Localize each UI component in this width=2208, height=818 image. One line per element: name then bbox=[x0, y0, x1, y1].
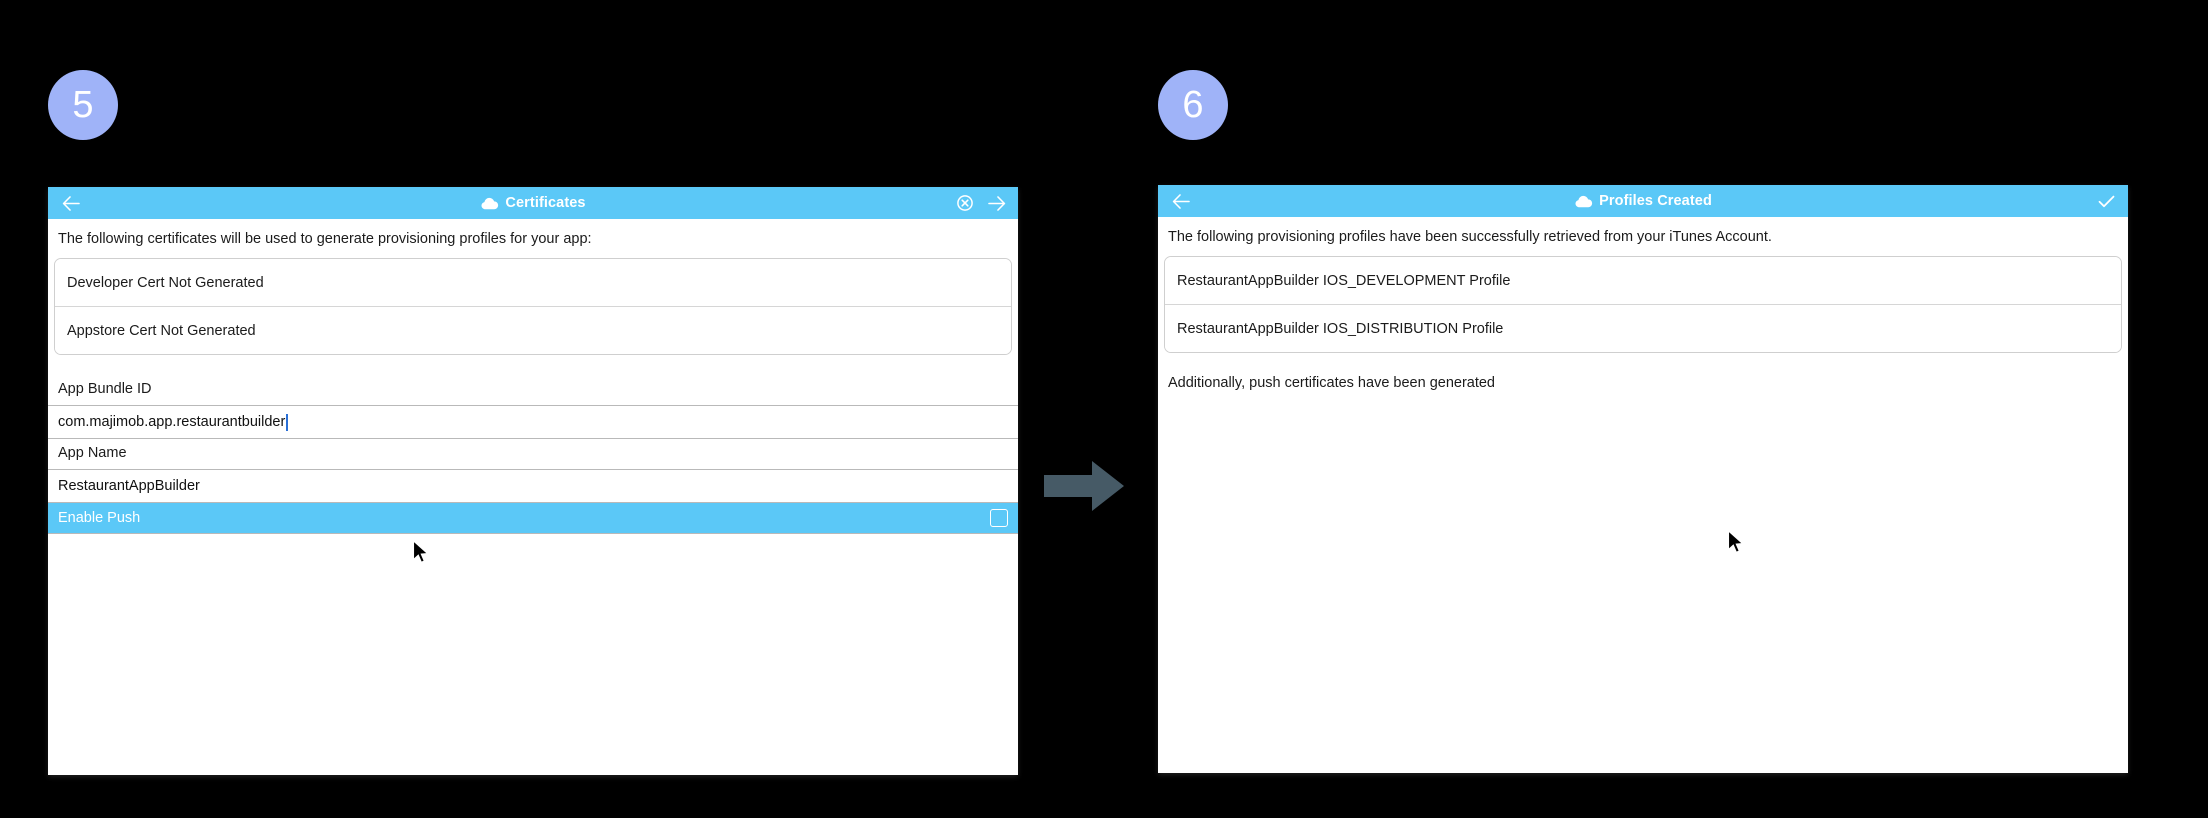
text-caret bbox=[286, 413, 288, 431]
cloud-icon bbox=[1575, 195, 1593, 207]
profiles-body: The following provisioning profiles have… bbox=[1158, 217, 2128, 773]
profiles-titlebar: Profiles Created bbox=[1158, 185, 2128, 217]
profile-row-label: RestaurantAppBuilder IOS_DISTRIBUTION Pr… bbox=[1177, 320, 1504, 337]
certificate-row[interactable]: Appstore Cert Not Generated bbox=[55, 306, 1011, 355]
certificate-row-label: Developer Cert Not Generated bbox=[67, 274, 264, 291]
profiles-titlebar-actions bbox=[2097, 185, 2128, 217]
flow-arrow bbox=[1040, 455, 1130, 517]
profiles-title-group: Profiles Created bbox=[1158, 185, 2128, 217]
push-certificates-note: Additionally, push certificates have bee… bbox=[1168, 375, 1496, 392]
cloud-icon bbox=[481, 197, 499, 209]
panel-title: Certificates bbox=[505, 195, 586, 211]
arrow-right-icon bbox=[988, 195, 1006, 211]
certificate-list: Developer Cert Not Generated Appstore Ce… bbox=[54, 258, 1012, 356]
enable-push-row[interactable]: Enable Push bbox=[48, 503, 1018, 534]
enable-push-label: Enable Push bbox=[58, 510, 141, 527]
app-bundle-id-value: com.majimob.app.restaurantbuilder bbox=[58, 414, 286, 431]
mouse-pointer-panel-5 bbox=[412, 540, 429, 564]
app-name-input[interactable]: RestaurantAppBuilder bbox=[48, 469, 1018, 504]
profiles-intro-text: The following provisioning profiles have… bbox=[1168, 229, 1772, 245]
app-bundle-id-label: App Bundle ID bbox=[58, 381, 152, 398]
row-divider bbox=[48, 533, 1018, 535]
circle-x-icon bbox=[957, 195, 973, 211]
profile-row[interactable]: RestaurantAppBuilder IOS_DISTRIBUTION Pr… bbox=[1165, 304, 2121, 353]
arrow-right-thick-icon bbox=[1044, 461, 1124, 511]
checkbox-unchecked-icon[interactable] bbox=[990, 509, 1008, 528]
certificates-body: The following certificates will be used … bbox=[48, 219, 1018, 775]
step-number: 5 bbox=[72, 84, 94, 126]
back-button[interactable] bbox=[1158, 185, 1204, 217]
certificates-title-group: Certificates bbox=[48, 187, 1018, 219]
certificate-row-label: Appstore Cert Not Generated bbox=[67, 322, 256, 339]
step-badge-5: 5 bbox=[48, 70, 118, 140]
profile-row[interactable]: RestaurantAppBuilder IOS_DEVELOPMENT Pro… bbox=[1165, 257, 2121, 305]
certificates-intro-text: The following certificates will be used … bbox=[58, 231, 592, 247]
close-button[interactable] bbox=[957, 195, 973, 211]
next-button[interactable] bbox=[987, 195, 1006, 211]
profile-list: RestaurantAppBuilder IOS_DEVELOPMENT Pro… bbox=[1164, 256, 2122, 354]
step-badge-6: 6 bbox=[1158, 70, 1228, 140]
step-number: 6 bbox=[1182, 84, 1204, 126]
checkmark-icon bbox=[2098, 195, 2115, 207]
profiles-created-panel: Profiles Created The following provision… bbox=[1158, 185, 2128, 773]
app-bundle-id-input[interactable]: com.majimob.app.restaurantbuilder bbox=[48, 405, 1018, 440]
arrow-left-icon bbox=[1172, 193, 1190, 209]
certificates-titlebar: Certificates bbox=[48, 187, 1018, 219]
panel-title: Profiles Created bbox=[1599, 193, 1712, 209]
arrow-left-icon bbox=[62, 195, 80, 211]
certificates-panel: Certificates Th bbox=[48, 187, 1018, 775]
back-button[interactable] bbox=[48, 187, 94, 219]
confirm-button[interactable] bbox=[2097, 194, 2116, 209]
profile-row-label: RestaurantAppBuilder IOS_DEVELOPMENT Pro… bbox=[1177, 272, 1511, 289]
app-name-value: RestaurantAppBuilder bbox=[58, 478, 200, 495]
mouse-pointer-panel-6 bbox=[1727, 530, 1744, 554]
certificate-row[interactable]: Developer Cert Not Generated bbox=[55, 259, 1011, 307]
app-name-label: App Name bbox=[58, 445, 127, 462]
app-info-form: App Bundle ID com.majimob.app.restaurant… bbox=[48, 375, 1018, 535]
certificates-titlebar-actions bbox=[957, 187, 1018, 219]
